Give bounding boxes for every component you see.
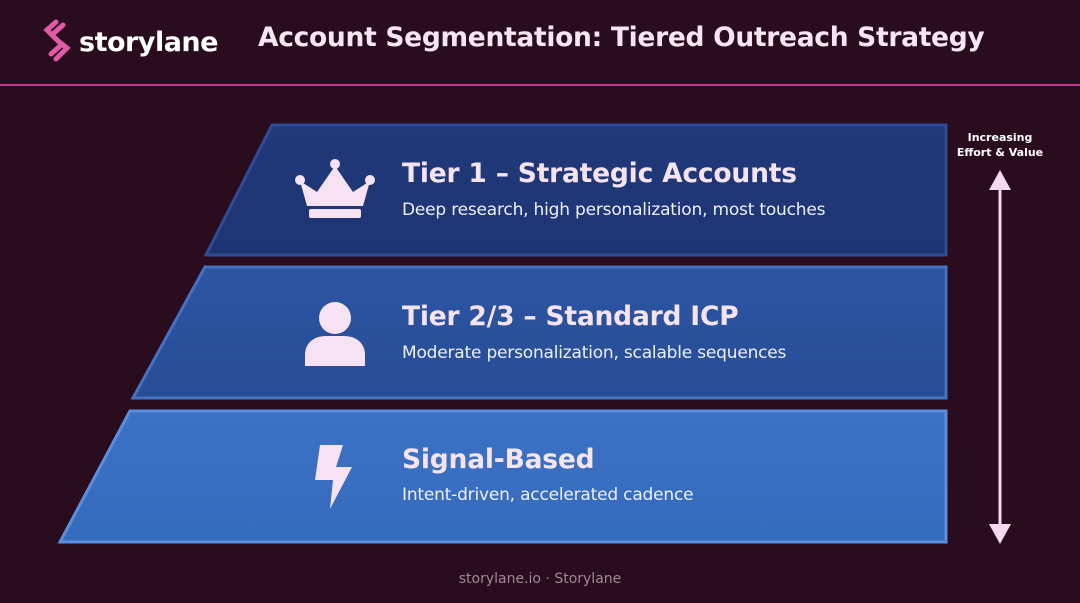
double-headed-arrow-icon — [989, 170, 1011, 544]
brand-logo[interactable]: storylane — [42, 19, 218, 65]
footer-text: storylane.io · Storylane — [458, 571, 622, 587]
crown-icon — [295, 159, 375, 218]
header: storylane Account Segmentation: Tiered O… — [0, 0, 1080, 84]
tier-1-band — [203, 123, 948, 257]
tier-2-band — [130, 265, 948, 400]
header-divider — [0, 84, 1080, 86]
tier-1-description: Deep research, high personalization, mos… — [402, 200, 826, 220]
tier-3-band — [57, 409, 948, 544]
page-title: Account Segmentation: Tiered Outreach St… — [258, 22, 985, 53]
person-icon — [305, 302, 365, 366]
tier-2-title: Tier 2/3 – Standard ICP — [402, 301, 739, 332]
axis-label-line-1: Increasing — [967, 131, 1033, 144]
lightning-bolt-icon — [315, 445, 352, 509]
storylane-logo-icon — [43, 19, 71, 62]
tier-3-title: Signal-Based — [402, 444, 595, 475]
brand-name: storylane — [79, 26, 218, 58]
tier-3-description: Intent-driven, accelerated cadence — [402, 485, 694, 505]
tier-2-description: Moderate personalization, scalable seque… — [402, 343, 787, 363]
axis-label: Increasing Effort & Value — [944, 130, 1056, 160]
tier-1-title: Tier 1 – Strategic Accounts — [402, 158, 797, 189]
axis-label-line-2: Effort & Value — [956, 146, 1044, 159]
